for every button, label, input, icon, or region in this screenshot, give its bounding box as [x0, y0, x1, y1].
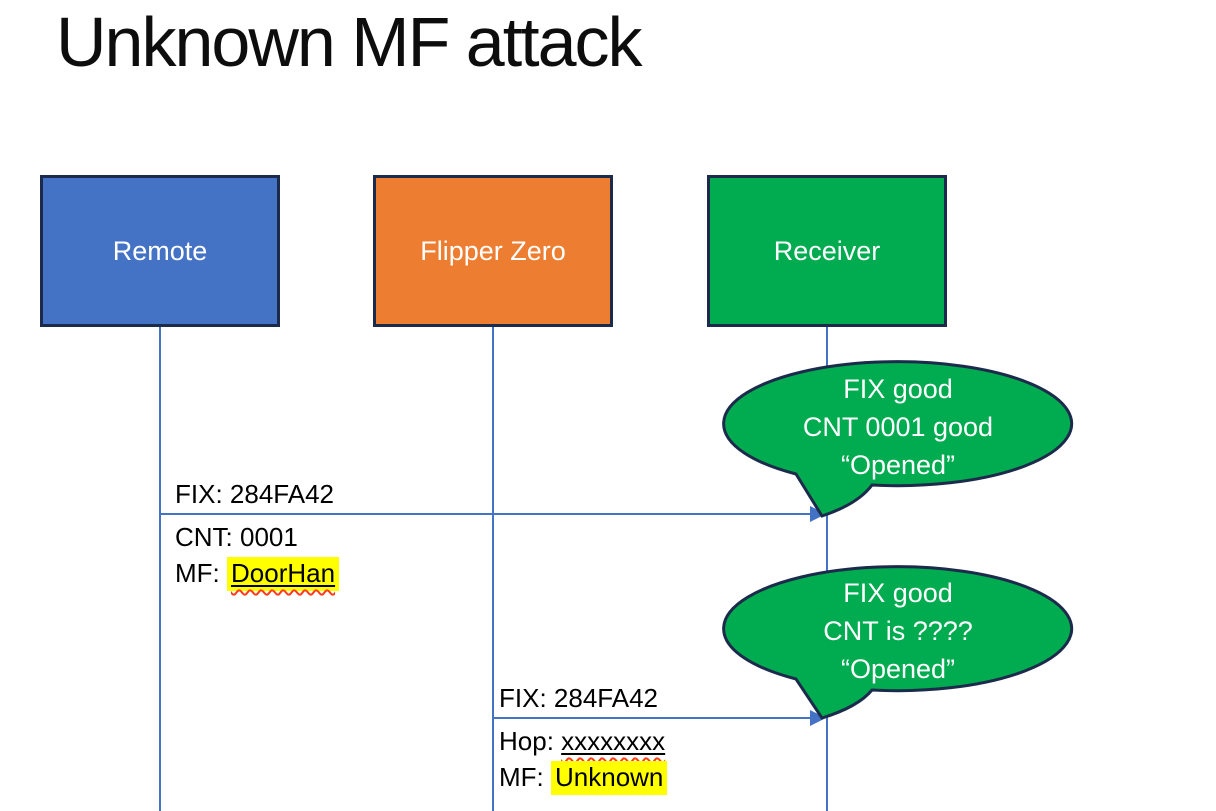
message1-cnt-text: CNT: 0001: [175, 522, 298, 552]
message2-hop-value: xxxxxxxx: [561, 726, 666, 756]
actor-box-remote: Remote: [40, 175, 280, 327]
callout2-text: FIX good CNT is ???? “Opened”: [724, 574, 1072, 688]
message2-hop-prefix: Hop:: [499, 726, 562, 756]
callout2-line3: “Opened”: [840, 654, 956, 684]
actor-label-flipper-zero: Flipper Zero: [420, 235, 566, 266]
actor-label-receiver: Receiver: [773, 235, 881, 266]
message2-fix-label: FIX: 284FA42: [499, 682, 658, 714]
message1-fix-label: FIX: 284FA42: [175, 478, 334, 510]
callout2-line2: CNT is ????: [823, 616, 973, 646]
message2-mf-prefix: MF:: [499, 762, 551, 792]
actor-label-remote: Remote: [112, 235, 208, 266]
callout1-text: FIX good CNT 0001 good “Opened”: [724, 370, 1072, 484]
message1-fix-text: FIX: 284FA42: [175, 479, 334, 509]
message2-fix-text: FIX: 284FA42: [499, 683, 658, 713]
spellcheck-squiggle: DoorHan: [231, 558, 335, 588]
callout1-line2: CNT 0001 good: [802, 412, 994, 442]
message2-mf-label: MF: Unknown: [499, 761, 668, 795]
message1-mf-label: MF: DoorHan: [175, 557, 340, 591]
callout1-line1: FIX good: [843, 374, 953, 404]
message1-mf-value: DoorHan: [231, 558, 336, 588]
callout1-line3: “Opened”: [840, 450, 956, 480]
message1-cnt-label: CNT: 0001: [175, 521, 298, 553]
lifeline-remote: [159, 327, 161, 811]
message1-mf-prefix: MF:: [175, 558, 227, 588]
message2-hop-label: Hop: xxxxxxxx: [499, 725, 665, 757]
actor-box-receiver: Receiver: [707, 175, 947, 327]
spellcheck-squiggle: xxxxxxxx: [561, 726, 665, 756]
slide-title: Unknown MF attack: [56, 3, 643, 81]
callout2-line1: FIX good: [843, 578, 953, 608]
highlighted-text: DoorHan: [227, 557, 340, 591]
callout-bubble-2: [722, 565, 1074, 720]
callout-bubble-1: [722, 360, 1074, 518]
message-line-remote-to-receiver: [160, 513, 811, 515]
message2-mf-value: Unknown: [551, 761, 668, 795]
lifeline-receiver: [826, 327, 828, 811]
message-line-flipper-to-receiver: [493, 717, 811, 719]
actor-box-flipper-zero: Flipper Zero: [373, 175, 613, 327]
lifeline-flipper-zero: [492, 327, 494, 811]
